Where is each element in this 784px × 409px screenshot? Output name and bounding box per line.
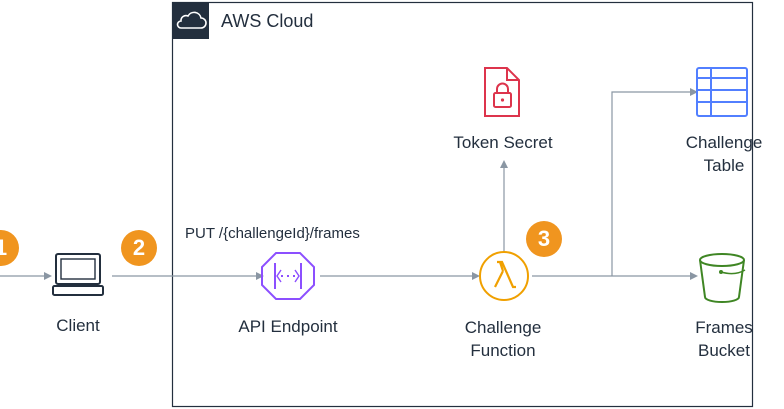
- arrowheads: [44, 88, 698, 280]
- aws-cloud-group: [171, 1, 754, 408]
- step-badge-1: 1: [0, 230, 19, 266]
- arrowhead-api: [256, 272, 264, 280]
- aws-cloud-header-tile: [172, 2, 209, 39]
- frames-bucket-label-line2: Bucket: [698, 341, 750, 360]
- architecture-diagram: [0, 1, 754, 408]
- table-icon: [696, 67, 748, 117]
- connector-to-table: [611, 91, 690, 276]
- arrowhead-table: [690, 88, 698, 96]
- arrowhead-client: [44, 272, 52, 280]
- lambda-icon: [479, 251, 529, 301]
- challenge-table-label-line1: Challenge: [685, 133, 763, 152]
- cloud-icon: [176, 11, 207, 29]
- challenge-function-label: Challenge Function: [443, 316, 563, 362]
- challenge-function-label-line2: Function: [470, 341, 536, 360]
- aws-cloud-title: AWS Cloud: [221, 11, 314, 31]
- frames-bucket-label: Frames Bucket: [674, 316, 774, 362]
- bucket-icon: [699, 253, 746, 303]
- arrowhead-secret: [500, 160, 508, 168]
- arrowhead-function: [472, 272, 480, 280]
- challenge-table-label-line2: Table: [703, 156, 745, 175]
- step-badge-3: 3: [526, 221, 562, 257]
- connectors: [0, 91, 690, 277]
- token-secret-label: Token Secret: [453, 133, 553, 152]
- route-label: PUT /{challengeId}/frames: [185, 225, 360, 242]
- client-label: Client: [56, 316, 100, 335]
- arrowhead-bucket: [690, 272, 698, 280]
- challenge-table-label: Challenge Table: [664, 131, 784, 177]
- api-gateway-icon: [261, 252, 315, 300]
- secret-document-icon: [484, 67, 520, 117]
- step-badge-2: 2: [121, 230, 157, 266]
- challenge-function-label-line1: Challenge: [464, 318, 542, 337]
- laptop-icon: [52, 253, 104, 296]
- api-endpoint-label: API Endpoint: [238, 317, 338, 336]
- frames-bucket-label-line1: Frames: [695, 318, 753, 337]
